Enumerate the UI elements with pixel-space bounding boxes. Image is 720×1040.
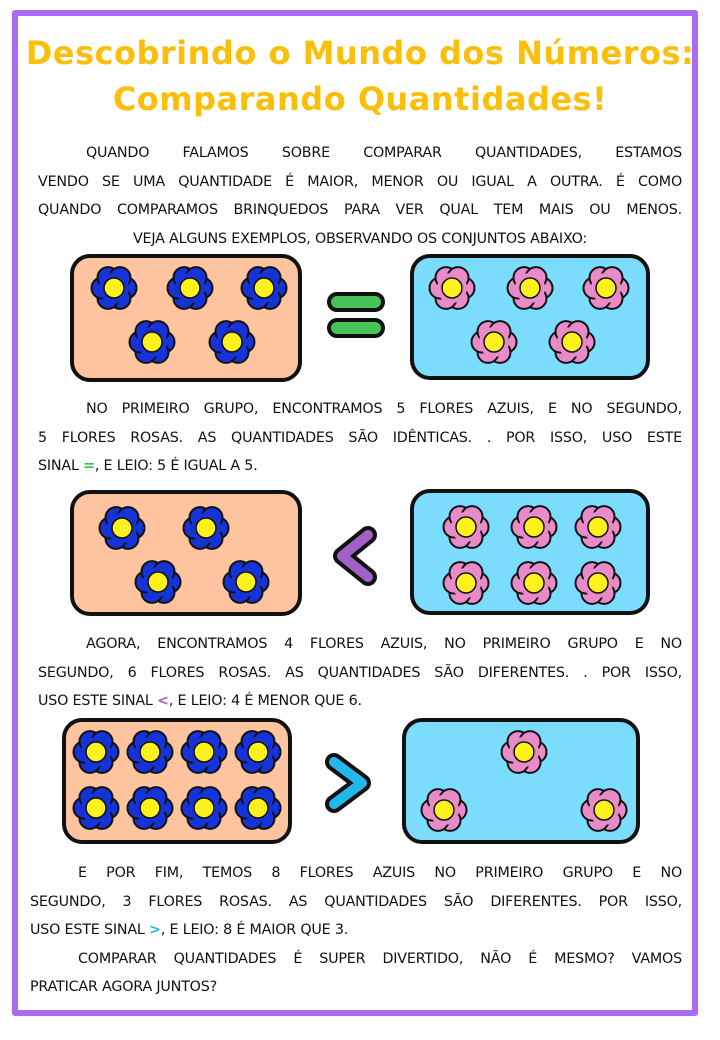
blue-flower-icon [72, 728, 120, 776]
blue-flower-icon [72, 784, 120, 832]
example-3-paragraph: E POR FIM, TEMOS 8 FLORES AZUIS NO PRIME… [30, 859, 682, 1002]
example-2-paragraph: AGORA, ENCONTRAMOS 4 FLORES AZUIS, NO PR… [38, 630, 682, 716]
blue-flower-icon [234, 728, 282, 776]
example-2-line-2: SEGUNDO, 6 FLORES ROSAS. AS QUANTIDADES … [38, 664, 682, 681]
less-than-sign-icon [333, 526, 377, 586]
intro-line-4: VEJA ALGUNS EXEMPLOS, OBSERVANDO OS CONJ… [132, 230, 588, 247]
pink-flower-icon [500, 728, 548, 776]
left-group-box-3 [62, 718, 292, 844]
example-2-line-1: AGORA, ENCONTRAMOS 4 FLORES AZUIS, NO PR… [86, 636, 682, 652]
blue-flower-icon [180, 784, 228, 832]
equals-sign-icon [327, 292, 385, 338]
example-3-line-3-pre: USO ESTE SINAL [30, 922, 150, 938]
equals-symbol-inline: = [83, 458, 95, 474]
blue-flower-icon [180, 728, 228, 776]
pink-flower-icon [442, 503, 490, 551]
pink-flower-icon [548, 318, 596, 366]
example-2-line-3-post: , E LEIO: 4 É MENOR QUE 6. [168, 693, 362, 709]
left-group-box-2 [70, 490, 302, 616]
example-3-line-2: SEGUNDO, 3 FLORES ROSAS. AS QUANTIDADES … [30, 893, 682, 910]
blue-flower-icon [234, 784, 282, 832]
blue-flower-icon [222, 558, 270, 606]
blue-flower-icon [90, 264, 138, 312]
example-1-line-2: 5 FLORES ROSAS. AS QUANTIDADES SÃO IDÊNT… [38, 429, 682, 446]
blue-flower-icon [126, 784, 174, 832]
intro-line-1: QUANDO FALAMOS SOBRE COMPARAR QUANTIDADE… [86, 145, 682, 161]
page-title: Descobrindo o Mundo dos Números: Compara… [0, 30, 720, 122]
example-1-paragraph: NO PRIMEIRO GRUPO, ENCONTRAMOS 5 FLORES … [38, 395, 682, 481]
blue-flower-icon [134, 558, 182, 606]
pink-flower-icon [506, 264, 554, 312]
blue-flower-icon [208, 318, 256, 366]
pink-flower-icon [470, 318, 518, 366]
right-group-box-3 [402, 718, 640, 844]
pink-flower-icon [580, 786, 628, 834]
pink-flower-icon [428, 264, 476, 312]
greater-than-symbol-inline: > [149, 922, 161, 938]
closing-line-1: COMPARAR QUANTIDADES É SUPER DIVERTIDO, … [78, 950, 682, 967]
left-group-box-1 [70, 254, 302, 382]
pink-flower-icon [420, 786, 468, 834]
right-group-box-1 [410, 254, 650, 380]
title-line-1: Descobrindo o Mundo dos Números: [25, 34, 695, 72]
right-group-box-2 [410, 489, 650, 615]
pink-flower-icon [582, 264, 630, 312]
example-3-line-3-post: , E LEIO: 8 É MAIOR QUE 3. [160, 922, 349, 938]
intro-paragraph: QUANDO FALAMOS SOBRE COMPARAR QUANTIDADE… [38, 139, 682, 253]
blue-flower-icon [166, 264, 214, 312]
blue-flower-icon [126, 728, 174, 776]
greater-than-sign-icon [325, 753, 371, 813]
example-1-line-3-post: , E LEIO: 5 É IGUAL A 5. [94, 458, 258, 474]
example-2-line-3-pre: USO ESTE SINAL [38, 693, 158, 709]
blue-flower-icon [240, 264, 288, 312]
pink-flower-icon [510, 503, 558, 551]
blue-flower-icon [128, 318, 176, 366]
intro-line-2: VENDO SE UMA QUANTIDADE É MAIOR, MENOR O… [38, 173, 682, 190]
pink-flower-icon [574, 503, 622, 551]
example-3-line-1: E POR FIM, TEMOS 8 FLORES AZUIS NO PRIME… [78, 865, 682, 881]
blue-flower-icon [182, 504, 230, 552]
closing-line-2: PRATICAR AGORA JUNTOS? [30, 979, 218, 995]
less-than-symbol-inline: < [157, 693, 169, 709]
blue-flower-icon [98, 504, 146, 552]
title-line-2: Comparando Quantidades! [112, 80, 608, 118]
page-border-frame [12, 10, 698, 1016]
pink-flower-icon [510, 559, 558, 607]
pink-flower-icon [574, 559, 622, 607]
example-1-line-1: NO PRIMEIRO GRUPO, ENCONTRAMOS 5 FLORES … [86, 401, 682, 417]
intro-line-3: QUANDO COMPARAMOS BRINQUEDOS PARA VER QU… [38, 202, 682, 218]
pink-flower-icon [442, 559, 490, 607]
example-1-line-3-pre: SINAL [38, 458, 84, 474]
